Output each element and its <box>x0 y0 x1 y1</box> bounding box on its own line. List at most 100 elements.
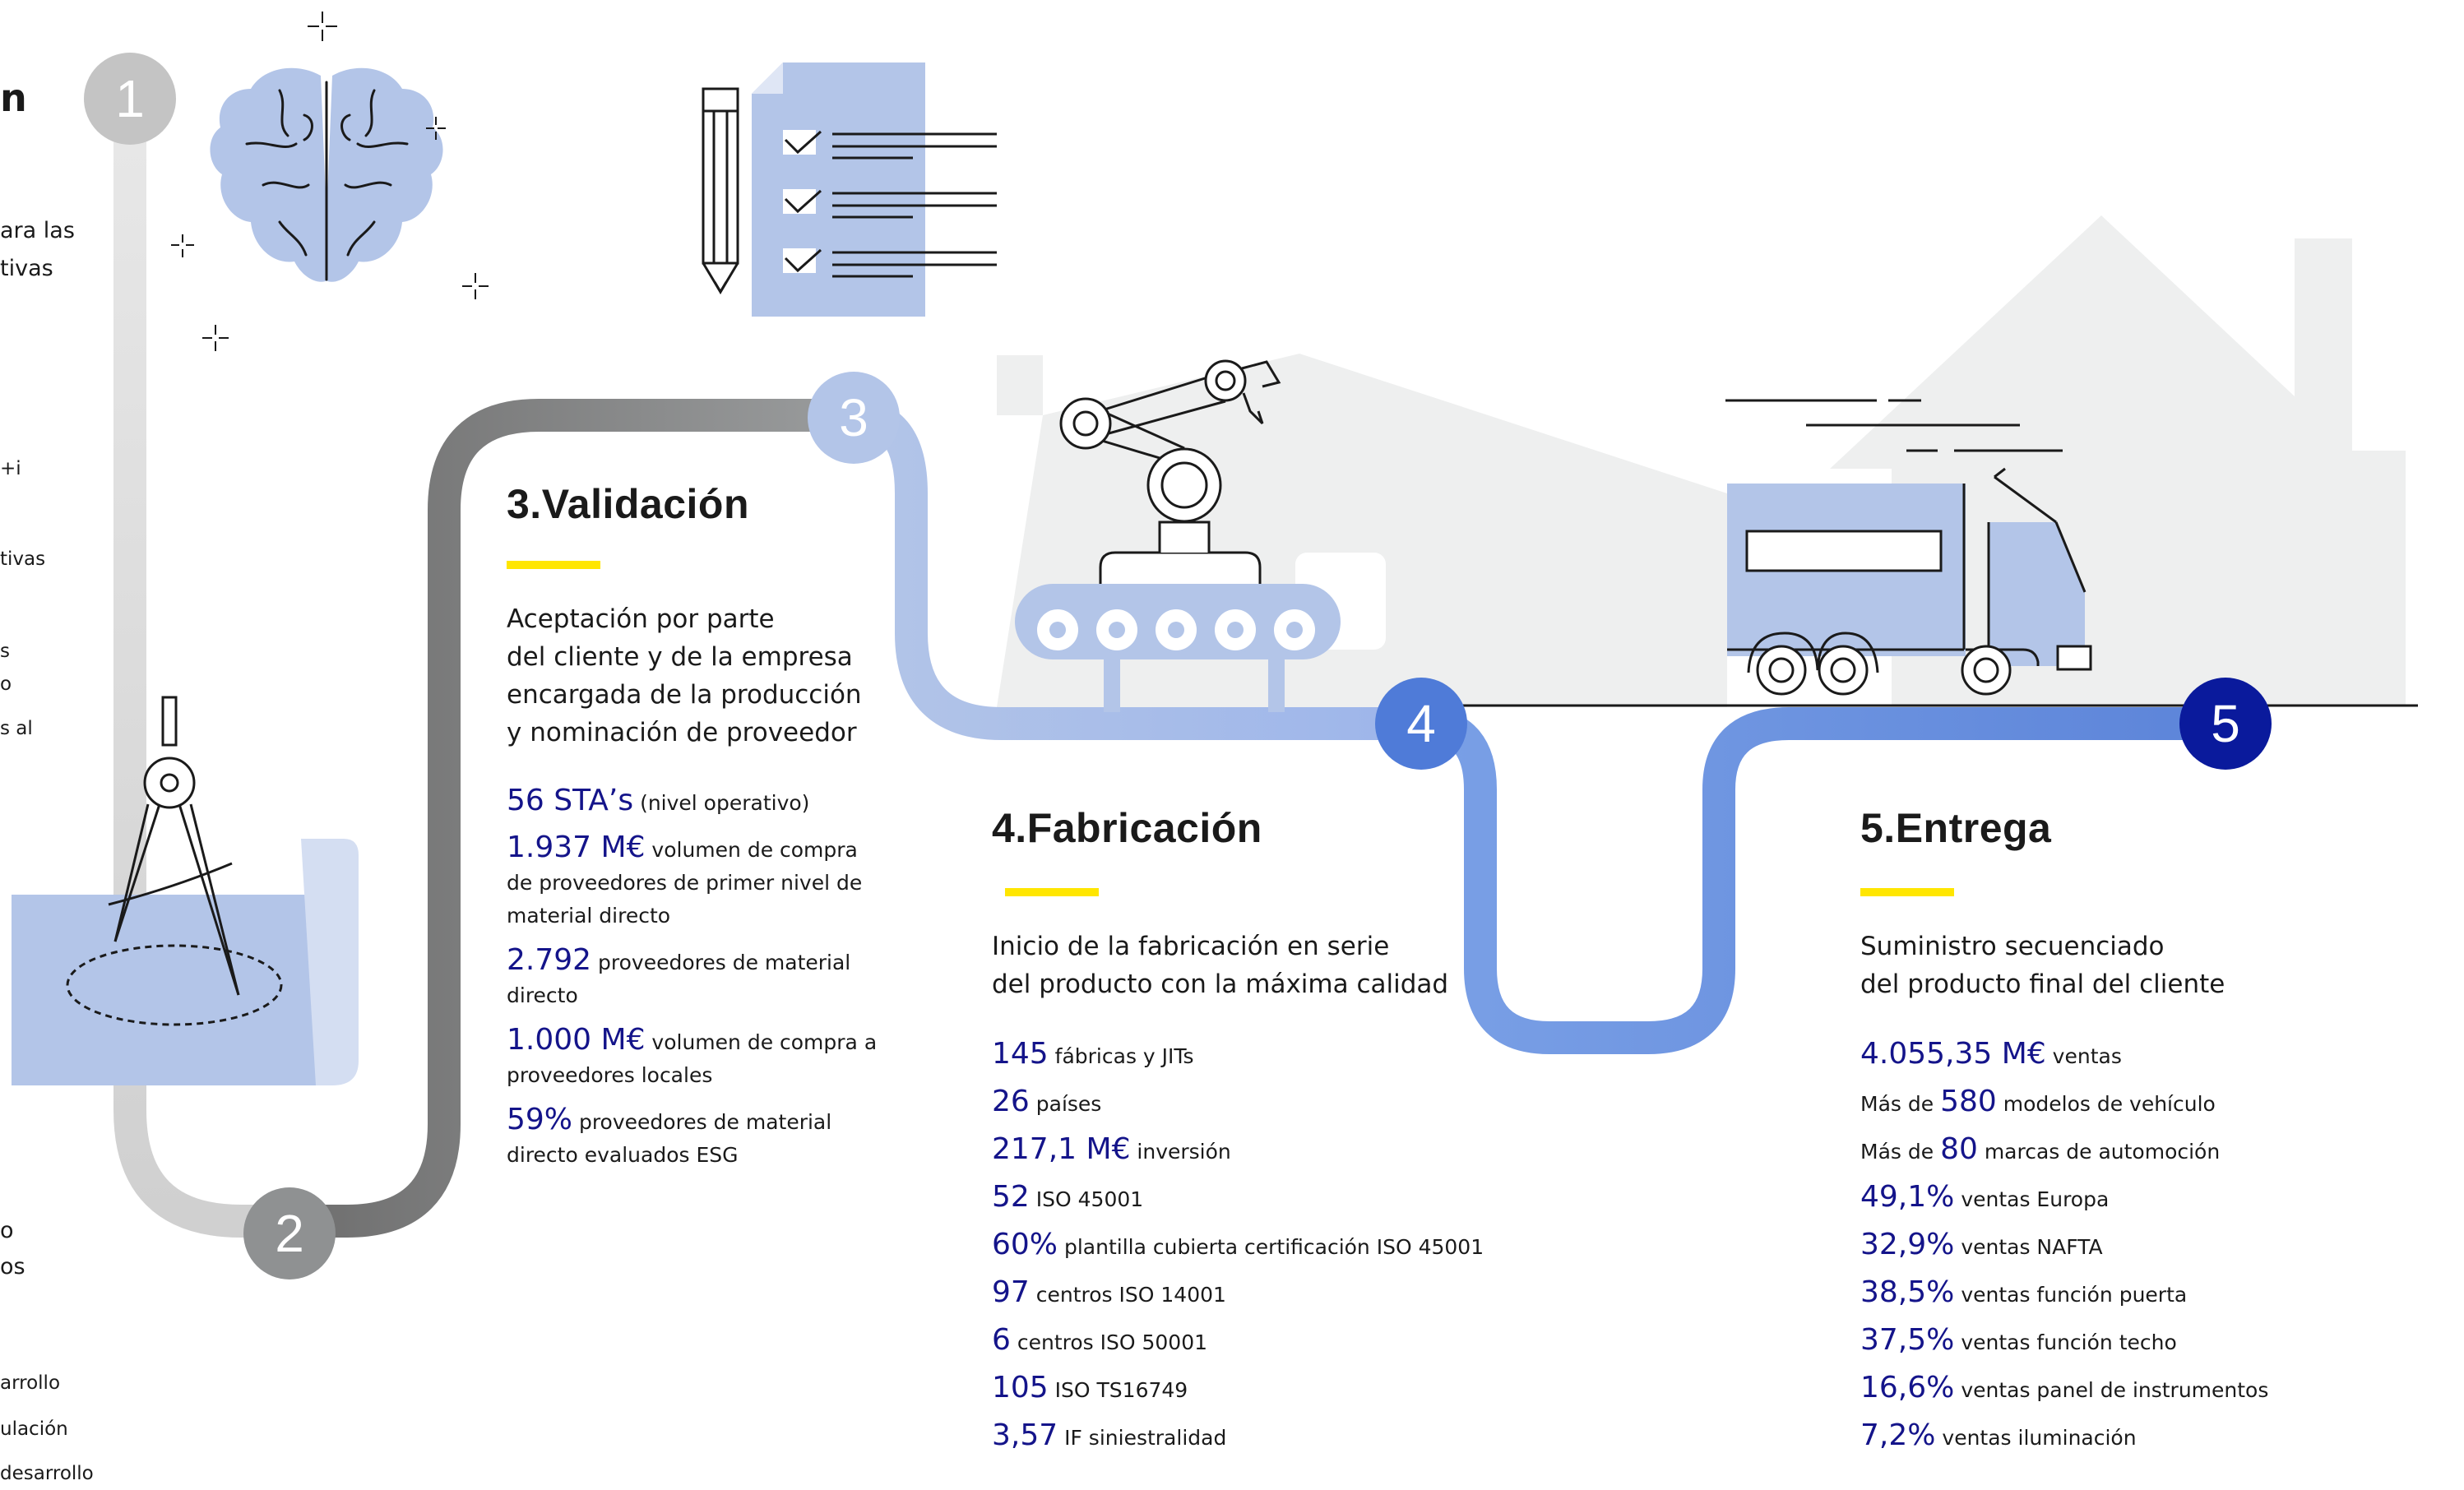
stat-value: 26 <box>992 1085 1030 1118</box>
stat-row: 4.055,35 M€ ventas <box>1860 1031 2354 1079</box>
stat-label: centros ISO 50001 <box>1010 1330 1208 1354</box>
stat-row: 3,57 IF siniestralidad <box>992 1413 1502 1460</box>
step-1-text-fragment-c: +i <box>0 458 21 479</box>
stat-row: 56 STA’s (nivel operativo) <box>507 784 885 820</box>
stat-row: 32,9% ventas NAFTA <box>1860 1222 2354 1270</box>
validacion-accent-bar <box>507 561 600 569</box>
stat-row: 97 centros ISO 14001 <box>992 1270 1502 1317</box>
stat-value: 3,57 <box>992 1418 1058 1452</box>
stat-label: modelos de vehículo <box>1996 1092 2216 1116</box>
stat-row: 217,1 M€ inversión <box>992 1127 1502 1174</box>
step-1-number: 1 <box>115 69 145 128</box>
validacion-stats: 56 STA’s (nivel operativo) 1.937 M€ volu… <box>507 784 885 1172</box>
stat-label: ventas función puerta <box>1954 1283 2188 1307</box>
checklist-icon <box>752 62 997 317</box>
stat-value: 105 <box>992 1371 1049 1404</box>
entrega-section: 5.Entrega Suministro secuenciado del pro… <box>1860 804 2354 1460</box>
stat-label: marcas de automoción <box>1977 1140 2221 1164</box>
step-1-marker: 1 <box>84 53 176 145</box>
validacion-section: 3.Validación Aceptación por parte del cl… <box>507 480 885 1183</box>
stat-value: 56 STA’s <box>507 784 634 817</box>
stat-value: 97 <box>992 1275 1030 1309</box>
stat-label: ventas función techo <box>1954 1330 2177 1354</box>
stat-row: Más de 580 modelos de vehículo <box>1860 1079 2354 1127</box>
stat-value: 60% <box>992 1228 1058 1261</box>
validacion-title: 3.Validación <box>507 481 750 527</box>
validacion-description-line: encargada de la producción <box>507 680 862 710</box>
stat-label: proveedores de material directo evaluado… <box>507 1110 832 1167</box>
stat-row: 145 fábricas y JITs <box>992 1031 1502 1079</box>
fabricacion-description-line: del producto con la máxima calidad <box>992 969 1449 999</box>
stat-label: volumen de compra a proveedores locales <box>507 1030 878 1087</box>
stat-row: 1.000 M€ volumen de compra a proveedores… <box>507 1024 885 1092</box>
stat-row: 59% proveedores de material directo eval… <box>507 1104 885 1172</box>
step-1-text-fragment-g: s al <box>0 718 33 739</box>
step-1-text-fragment-a: ara las <box>0 218 75 243</box>
step-4-number: 4 <box>1406 694 1436 753</box>
conveyor-icon <box>1015 584 1341 712</box>
step-2-text-fragment-c: desarrollo <box>0 1463 94 1484</box>
step-1-text-fragment-f: o <box>0 673 12 695</box>
drafting-compass-icon <box>108 696 240 996</box>
stat-label: volumen de compra de proveedores de prim… <box>507 838 863 928</box>
stat-value: 32,9% <box>1860 1228 1955 1261</box>
stat-value: 52 <box>992 1180 1030 1214</box>
step-2-marker: 2 <box>243 1187 336 1279</box>
fabricacion-section: 4.Fabricación Inicio de la fabricación e… <box>992 804 1502 1460</box>
stat-prefix: Más de <box>1860 1092 1941 1116</box>
stat-label: países <box>1029 1092 1102 1116</box>
stat-label: fábricas y JITs <box>1048 1044 1194 1068</box>
fabricacion-title: 4.Fabricación <box>992 805 1262 851</box>
step-2-text-fragment-b: ulación <box>0 1418 68 1440</box>
stat-value: 145 <box>992 1037 1049 1071</box>
stat-label: ISO 45001 <box>1029 1187 1144 1211</box>
stat-row: Más de 80 marcas de automoción <box>1860 1127 2354 1174</box>
step-5-marker: 5 <box>2179 678 2272 770</box>
stat-label: inversión <box>1130 1140 1231 1164</box>
stat-value: 59% <box>507 1103 573 1136</box>
stat-row: 37,5% ventas función techo <box>1860 1317 2354 1365</box>
entrega-description: Suministro secuenciado del producto fina… <box>1860 928 2354 1003</box>
stat-prefix: Más de <box>1860 1140 1941 1164</box>
step-3-marker: 3 <box>808 372 900 464</box>
stat-label: proveedores de material directo <box>507 951 851 1007</box>
stat-row: 60% plantilla cubierta certificación ISO… <box>992 1222 1502 1270</box>
stat-row: 105 ISO TS16749 <box>992 1365 1502 1413</box>
stat-row: 16,6% ventas panel de instrumentos <box>1860 1365 2354 1413</box>
stat-row: 2.792 proveedores de material directo <box>507 944 885 1012</box>
stat-value: 6 <box>992 1323 1011 1357</box>
stat-value: 1.937 M€ <box>507 831 646 864</box>
stat-label: centros ISO 14001 <box>1029 1283 1226 1307</box>
entrega-description-line: Suministro secuenciado <box>1860 932 2165 961</box>
stat-value: 37,5% <box>1860 1323 1955 1357</box>
stat-value: 217,1 M€ <box>992 1132 1131 1166</box>
entrega-title: 5.Entrega <box>1860 805 2052 851</box>
fabricacion-accent-bar <box>1005 888 1099 896</box>
step-2-title-fragment-a: o <box>0 1218 14 1243</box>
step-2-text-fragment-a: arrollo <box>0 1372 61 1394</box>
stat-value: 7,2% <box>1860 1418 1936 1452</box>
stat-label: plantilla cubierta certificación ISO 450… <box>1058 1235 1484 1259</box>
entrega-accent-bar <box>1860 888 1954 896</box>
stat-label: ventas iluminación <box>1935 1426 2137 1450</box>
stat-row: 52 ISO 45001 <box>992 1174 1502 1222</box>
fabricacion-stats: 145 fábricas y JITs 26 países 217,1 M€ i… <box>992 1031 1502 1460</box>
stat-value: 4.055,35 M€ <box>1860 1037 2046 1071</box>
validacion-description-line: del cliente y de la empresa <box>507 642 853 672</box>
step-1-text-fragment-b: tivas <box>0 256 53 281</box>
step-2-title-fragment-b: os <box>0 1254 25 1279</box>
stat-value: 2.792 <box>507 943 592 977</box>
step-3-number: 3 <box>839 388 868 447</box>
robot-arm-icon <box>1059 359 1281 584</box>
stat-value: 1.000 M€ <box>507 1023 646 1057</box>
stat-label: ventas panel de instrumentos <box>1954 1378 2269 1402</box>
stat-row: 1.937 M€ volumen de compra de proveedore… <box>507 831 885 932</box>
step-2-number: 2 <box>275 1204 304 1263</box>
stat-label: (nivel operativo) <box>633 791 810 815</box>
step-1-title-fragment: n <box>0 76 27 120</box>
step-1-text-fragment-e: s <box>0 641 10 662</box>
stat-row: 7,2% ventas iluminación <box>1860 1413 2354 1460</box>
entrega-description-line: del producto final del cliente <box>1860 969 2225 999</box>
brain-icon <box>171 12 489 351</box>
